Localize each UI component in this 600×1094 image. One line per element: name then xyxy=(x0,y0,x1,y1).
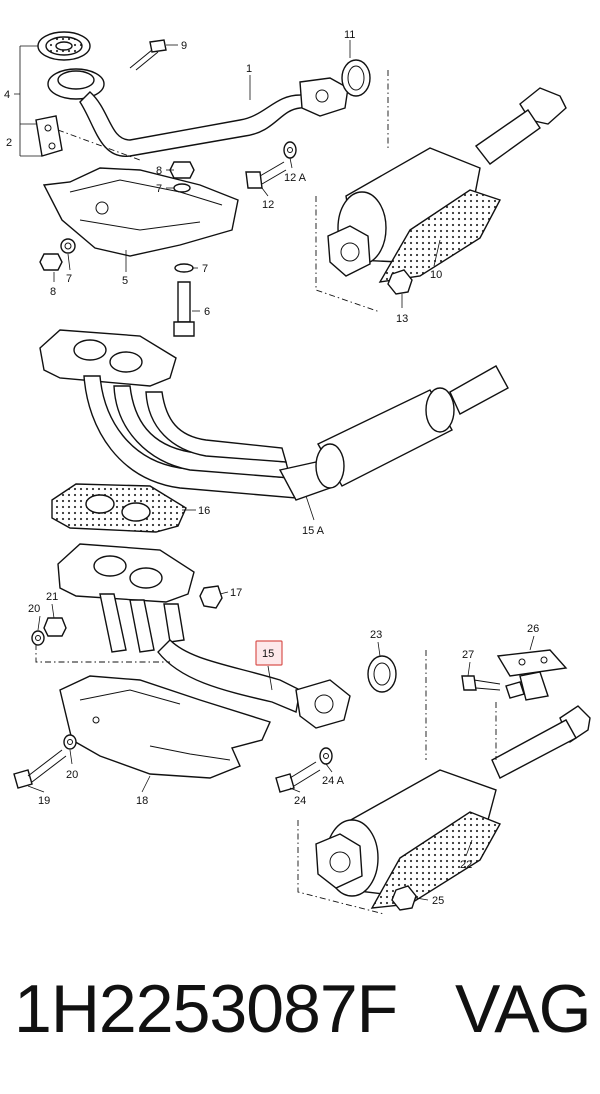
callout-5: 5 xyxy=(122,275,128,287)
callout-8-left: 8 xyxy=(50,286,56,298)
callout-7-left: 7 xyxy=(66,273,72,285)
callout-24: 24 xyxy=(294,795,306,807)
callout-17: 17 xyxy=(230,587,242,599)
callout-16: 16 xyxy=(198,505,210,517)
callout-labels: 9 11 1 4 2 8 7 12 A 12 7 8 5 7 6 10 13 1… xyxy=(4,29,539,907)
exhaust-system-diagram: 9 11 1 4 2 8 7 12 A 12 7 8 5 7 6 10 13 1… xyxy=(4,29,591,915)
brand-label: VAG xyxy=(455,971,592,1047)
front-pipe-group-bottom xyxy=(13,543,591,915)
callout-23: 23 xyxy=(370,629,382,641)
callout-15-highlight[interactable]: 15 xyxy=(255,640,283,666)
callout-7-top: 7 xyxy=(156,183,162,195)
callout-12: 12 xyxy=(262,199,274,211)
manifold-pipe-group-middle xyxy=(39,329,509,533)
callout-7-lower: 7 xyxy=(202,263,208,275)
callout-15: 15 xyxy=(262,648,274,660)
callout-25: 25 xyxy=(432,895,444,907)
callout-4: 4 xyxy=(4,89,10,101)
callout-12a: 12 A xyxy=(284,172,307,184)
callout-21: 21 xyxy=(46,591,58,603)
callout-6: 6 xyxy=(204,306,210,318)
callout-8-top: 8 xyxy=(156,165,162,177)
callout-2: 2 xyxy=(6,137,12,149)
callout-13: 13 xyxy=(396,313,408,325)
callout-10: 10 xyxy=(430,269,442,281)
part-number: 1H2253087F xyxy=(14,971,398,1047)
callout-20-bottom: 20 xyxy=(66,769,78,781)
callout-26: 26 xyxy=(527,623,539,635)
callout-19: 19 xyxy=(38,795,50,807)
leader-lines xyxy=(14,40,535,901)
callout-1: 1 xyxy=(246,63,252,75)
callout-9: 9 xyxy=(181,40,187,52)
callout-11: 11 xyxy=(344,29,355,41)
callout-18: 18 xyxy=(136,795,148,807)
callout-20-top: 20 xyxy=(28,603,40,615)
callout-22: 22 xyxy=(460,859,472,871)
callout-15a: 15 A xyxy=(302,525,325,537)
front-pipe-group-top xyxy=(35,31,567,337)
callout-24a: 24 A xyxy=(322,775,345,787)
callout-27: 27 xyxy=(462,649,474,661)
